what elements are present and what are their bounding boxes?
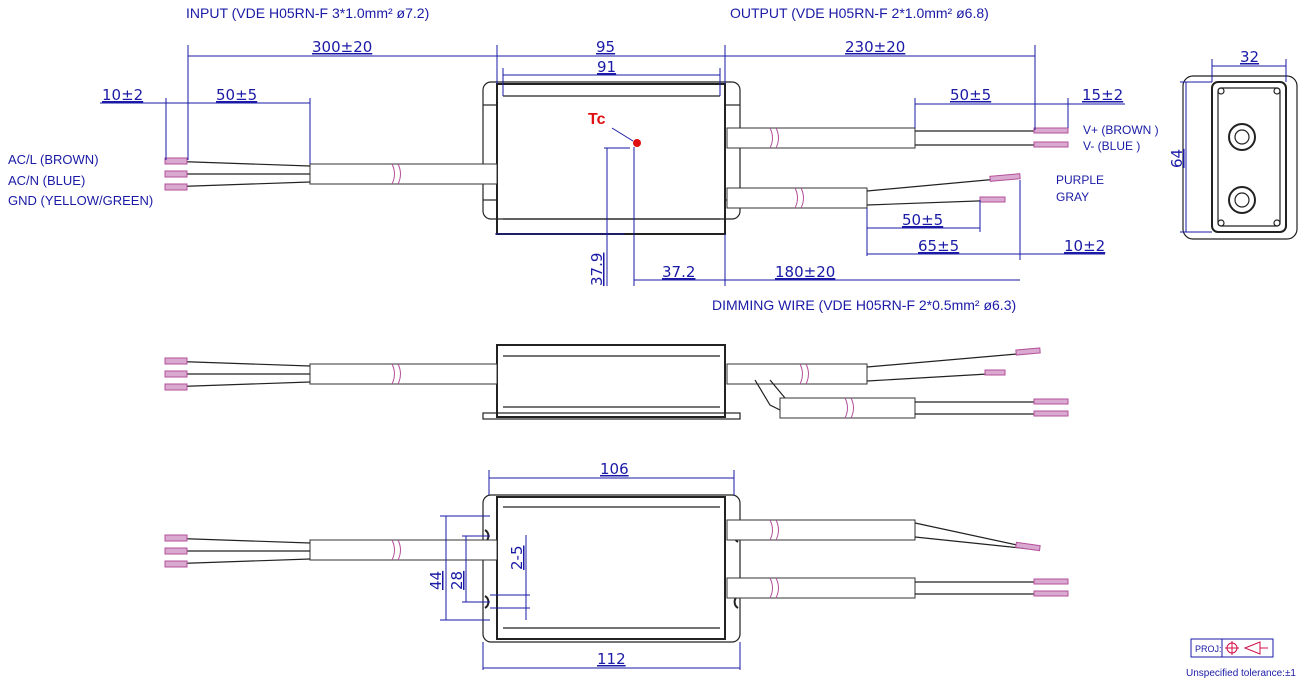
dim-bottom-112: 112 [597,650,626,668]
dim-end-32: 32 [1240,48,1259,66]
dim-dimming-strip-50: 50±5 [902,211,943,229]
driver-housing-outer [482,81,741,220]
end-view: 32 64 [1168,48,1298,240]
side-view [164,344,1069,420]
dim-tc-x: 37.2 [662,263,695,281]
input-wire-tip-n [164,170,188,178]
input-wire-tip-l [164,157,188,165]
dim-body-91: 91 [597,58,616,76]
output-wire-tip-vplus [1033,127,1069,134]
dim-input-length: 300±20 [312,38,372,56]
label-vminus: V- (BLUE ) [1083,139,1140,153]
proj-label: PROJ: [1195,644,1222,654]
tc-label: Tc [588,111,606,128]
dim-dimming-strip-65: 65±5 [918,237,959,255]
tc-point [633,139,641,147]
output-cable-jacket [726,127,916,149]
dim-mount-44: 44 [427,571,445,590]
input-cable-spec: INPUT (VDE H05RN-F 3*1.0mm² ø7.2) [186,5,429,21]
dimming-wire-tip-gray [979,196,1006,203]
output-cable-spec: OUTPUT (VDE H05RN-F 2*1.0mm² ø6.8) [730,5,989,21]
dim-dimming-length: 180±20 [775,263,835,281]
label-vplus: V+ (BROWN ) [1083,123,1159,137]
input-wire-tip-gnd [164,183,188,191]
dim-mount-25: 2-5 [508,546,526,571]
dim-input-tip: 10±2 [102,86,143,104]
dimming-wire-tip-purple [989,173,1021,182]
driver-housing-top [496,83,726,235]
projection-symbol: PROJ: [1190,638,1274,658]
label-ac-l: AC/L (BROWN) [8,152,99,167]
input-cable-jacket [309,163,498,185]
output-wire-tip-vminus [1033,141,1069,148]
dim-body-95: 95 [596,38,615,56]
dim-mount-28: 28 [448,571,466,590]
dim-input-strip: 50±5 [216,86,257,104]
dimming-cable-spec: DIMMING WIRE (VDE H05RN-F 2*0.5mm² ø6.3) [712,297,1016,313]
label-gray: GRAY [1056,190,1089,204]
dim-output-strip: 50±5 [950,86,991,104]
dim-output-length: 230±20 [845,38,905,56]
dim-bottom-106: 106 [600,460,629,478]
dim-dimming-tip: 10±2 [1064,237,1105,255]
dim-tc-y: 37.9 [588,253,606,286]
bottom-view: 106 112 44 28 2-5 [164,460,1069,670]
top-view: Tc 300±20 95 91 230±20 10±2 50±5 50±5 15… [8,38,1159,286]
label-purple: PURPLE [1056,173,1104,187]
label-gnd: GND (YELLOW/GREEN) [8,193,153,208]
dim-output-tip: 15±2 [1082,86,1123,104]
dim-end-64: 64 [1168,149,1186,168]
label-ac-n: AC/N (BLUE) [8,173,85,188]
tolerance-note: Unspecified tolerance:±1 [1186,668,1296,679]
